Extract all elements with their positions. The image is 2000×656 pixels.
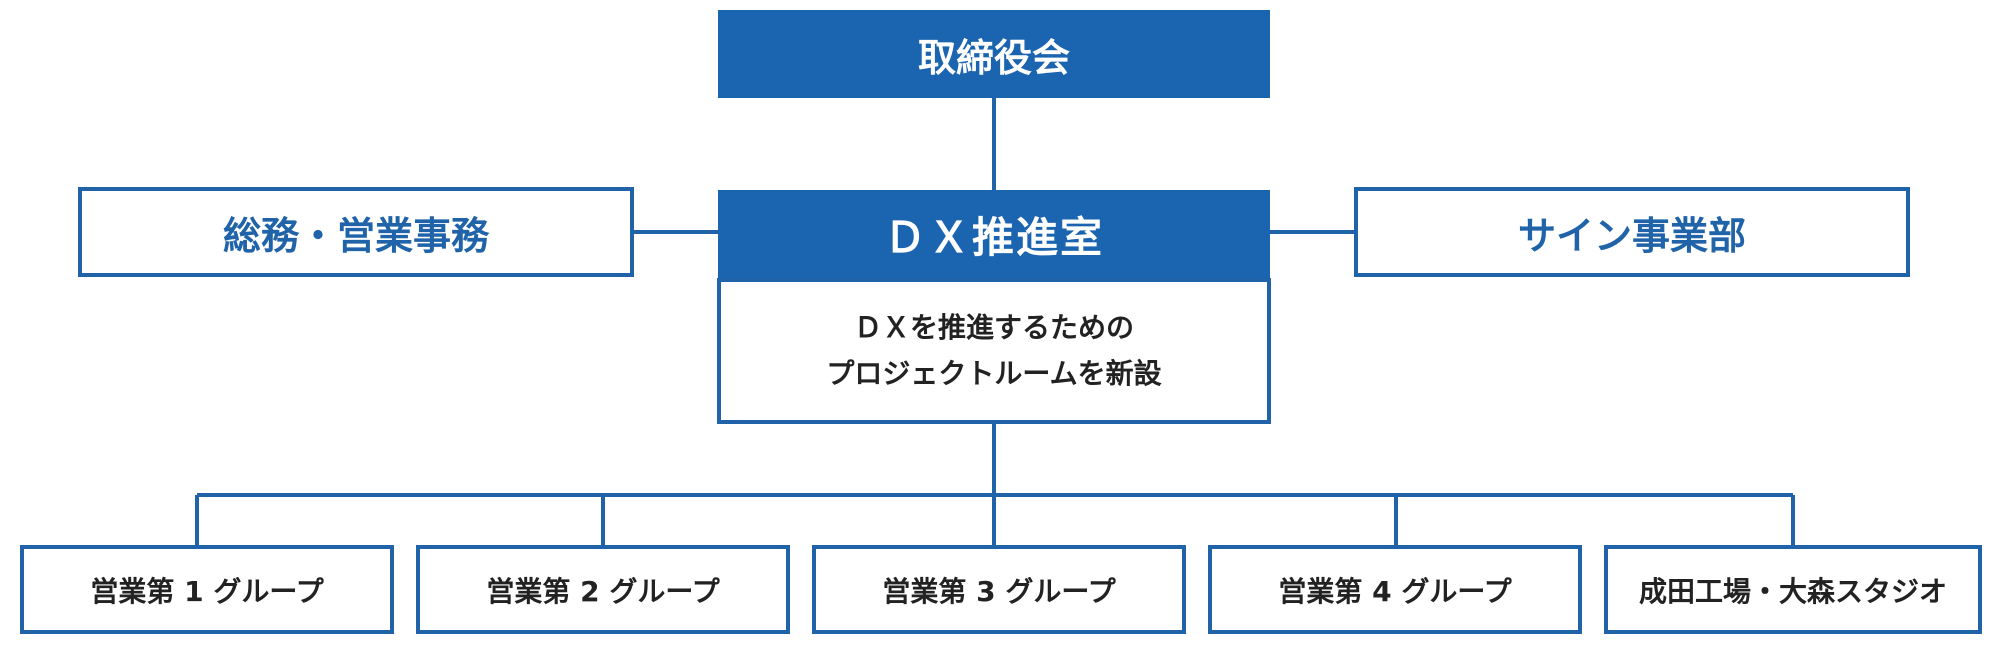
group-label: 成田工場・大森スタジオ xyxy=(1638,574,1947,608)
sign-division-box: サイン事業部 xyxy=(1354,187,1910,277)
board-label: 取締役会 xyxy=(917,35,1070,80)
dx-office-box: ＤＸ推進室 xyxy=(718,190,1270,278)
factory-studio-box: 成田工場・大森スタジオ xyxy=(1604,545,1982,634)
group-label: 営業第 1 グループ xyxy=(90,574,324,608)
dx-description-box: ＤＸを推進するための プロジェクトルームを新設 xyxy=(717,278,1271,424)
dx-description-line1: ＤＸを推進するための xyxy=(853,311,1134,344)
group-label: 営業第 2 グループ xyxy=(486,574,720,608)
group-label: 営業第 4 グループ xyxy=(1278,574,1512,608)
general-affairs-box: 総務・営業事務 xyxy=(78,187,634,277)
sales-group-2-box: 営業第 2 グループ xyxy=(416,545,790,634)
general-affairs-label: 総務・営業事務 xyxy=(222,213,489,258)
group-label: 営業第 3 グループ xyxy=(882,574,1116,608)
board-of-directors-box: 取締役会 xyxy=(718,10,1270,98)
dx-description-line2: プロジェクトルームを新設 xyxy=(826,357,1162,390)
sales-group-1-box: 営業第 1 グループ xyxy=(20,545,394,634)
sign-division-label: サイン事業部 xyxy=(1517,213,1746,258)
sales-group-4-box: 営業第 4 グループ xyxy=(1208,545,1582,634)
dx-office-label: ＤＸ推進室 xyxy=(883,212,1104,262)
sales-group-3-box: 営業第 3 グループ xyxy=(812,545,1186,634)
